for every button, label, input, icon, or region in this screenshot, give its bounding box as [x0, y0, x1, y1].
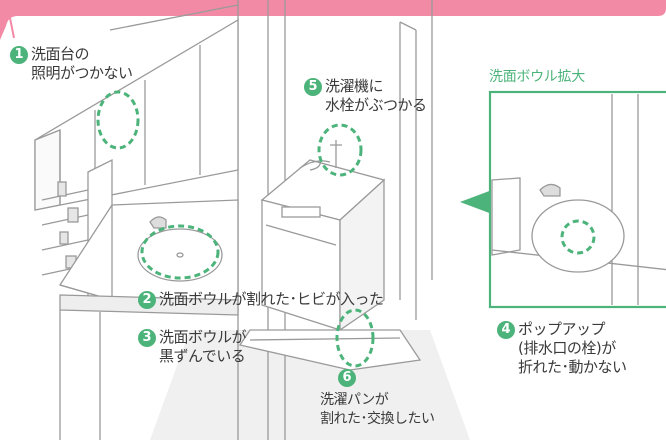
callout-4: 4 ポップアップ (排水口の栓)が 折れた･動かない — [497, 320, 627, 377]
callout-2: 2 洗面ボウルが割れた･ヒビが入った — [138, 290, 384, 309]
callout-text-line: 洗面台の — [31, 45, 90, 63]
callout-3: 3 洗面ボウルが 黒ずんでいる — [138, 328, 247, 366]
callout-1: 1 洗面台の 照明がつかない — [10, 45, 133, 83]
highlight-washer-faucet — [317, 123, 363, 177]
callout-number: 5 — [304, 78, 322, 96]
callout-text-line: 洗濯機に — [325, 77, 384, 95]
callout-text-line: 折れた･動かない — [518, 358, 627, 376]
highlight-basin — [140, 224, 220, 280]
callout-text-line: (排水口の栓)が — [518, 339, 616, 357]
highlight-popup — [560, 219, 596, 255]
callout-text-line: 割れた･交換したい — [320, 411, 435, 427]
top-banner — [0, 0, 666, 40]
callout-text-line: 黒ずんでいる — [159, 347, 246, 365]
callout-text-line: ポップアップ — [518, 320, 606, 338]
zoom-pointer — [460, 190, 492, 214]
callout-text-line: 照明がつかない — [31, 64, 133, 82]
highlight-light — [96, 90, 140, 150]
zoom-panel-title: 洗面ボウル拡大 — [489, 69, 585, 85]
callout-text-line: 洗面ボウルが — [159, 328, 247, 346]
callout-number: 4 — [497, 321, 515, 339]
faucet — [149, 216, 167, 229]
callout-text-line: 洗濯パンが — [320, 392, 389, 408]
callout-number: 1 — [10, 46, 28, 64]
callout-5: 5 洗濯機に 水栓がぶつかる — [304, 77, 427, 115]
highlight-pan — [335, 308, 375, 368]
callout-number: 3 — [138, 329, 156, 347]
callout-text-line: 水栓がぶつかる — [325, 96, 427, 114]
callout-number: 6 — [338, 369, 356, 387]
zoom-basin — [531, 199, 625, 273]
callout-6: 6 洗濯パンが 割れた･交換したい — [320, 368, 435, 429]
basin — [137, 228, 223, 282]
zoom-faucet — [539, 183, 561, 197]
callout-number: 2 — [138, 291, 156, 309]
callout-text-line: 洗面ボウルが割れた･ヒビが入った — [159, 290, 384, 308]
